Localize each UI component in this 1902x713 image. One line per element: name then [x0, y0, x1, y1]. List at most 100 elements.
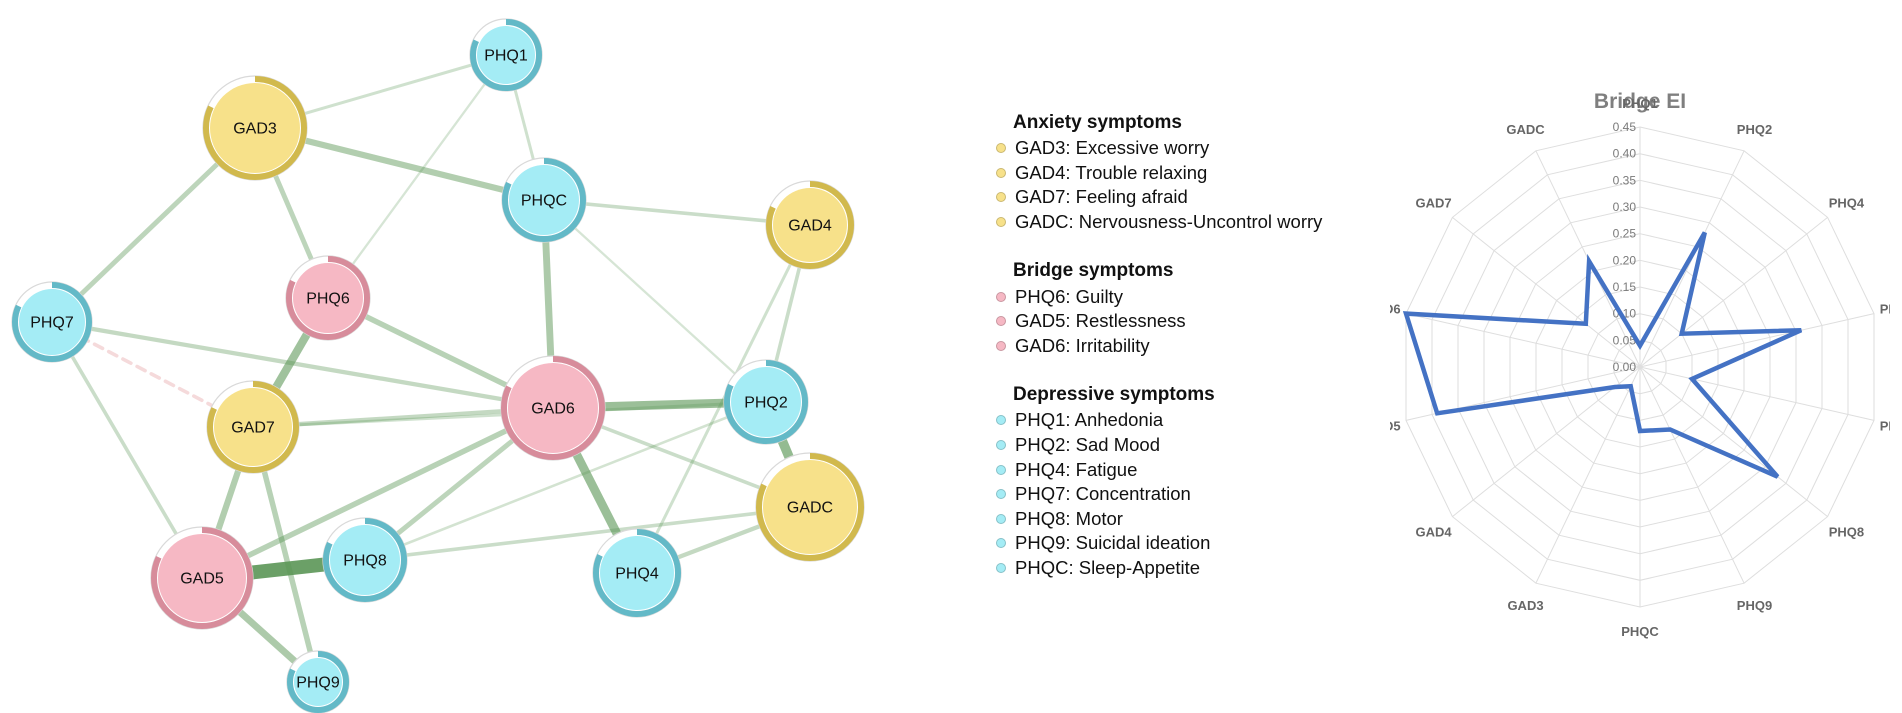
- node-ring: [151, 527, 253, 629]
- legend-dot-icon: [996, 340, 1006, 351]
- radar-axis-label: PHQC: [1621, 624, 1659, 639]
- node-ring: [501, 356, 605, 460]
- legend-item: GAD6: Irritability: [995, 334, 1395, 359]
- legend-item: GADC: Nervousness-Uncontrol worry: [995, 210, 1395, 235]
- node-label: GAD4: [788, 218, 832, 235]
- node-fill: [158, 534, 246, 622]
- legend-dot-icon: [996, 464, 1006, 475]
- node-ring: [12, 282, 92, 362]
- node-label: GAD3: [233, 121, 277, 138]
- edge-phq1-phq6: [326, 53, 508, 300]
- legend-dot-icon: [996, 192, 1006, 203]
- radar-tick-label: 0.05: [1613, 333, 1637, 347]
- radar-tick-label: 0.35: [1613, 173, 1637, 187]
- legend-dot-icon: [996, 440, 1006, 451]
- legend-item-label: GAD4: Trouble relaxing: [1015, 161, 1208, 183]
- node-label: PHQ7: [30, 315, 74, 332]
- node-phq6: PHQ6: [285, 255, 371, 341]
- node-ring: [286, 256, 370, 340]
- radar-axis-label: GADC: [1506, 122, 1545, 137]
- legend-dot-icon: [996, 316, 1006, 327]
- radar-axis-label: GAD3: [1507, 598, 1543, 613]
- radar-spoke: [1639, 313, 1875, 368]
- legend-item: GAD7: Feeling afraid: [995, 185, 1395, 210]
- radar-series: [1402, 231, 1803, 479]
- node-label: PHQ1: [484, 48, 528, 65]
- node-label: PHQ2: [744, 395, 788, 412]
- legend-item-label: GAD6: Irritability: [1015, 334, 1150, 356]
- node-ring: [287, 651, 349, 713]
- legend-dot-icon: [996, 563, 1006, 574]
- radar-tick-label: 0.25: [1613, 227, 1637, 241]
- radar-tick-label: 0.00: [1613, 360, 1637, 374]
- node-label: GAD5: [180, 571, 224, 588]
- radar-spoke: [1639, 366, 1745, 584]
- node-label: GADC: [787, 500, 833, 517]
- radar-axis-label: PHQ7: [1880, 419, 1890, 434]
- node-fill: [477, 26, 535, 84]
- edge-phq7-gad6: [49, 319, 556, 411]
- node-gad7: GAD7: [206, 380, 300, 474]
- bridge-ei-radar-chart: Bridge EI 0.000.050.100.150.200.250.300.…: [1390, 90, 1890, 639]
- radar-tick-labels: 0.000.050.100.150.200.250.300.350.400.45: [1613, 120, 1637, 374]
- radar-axis-label: PHQ1: [1622, 96, 1657, 111]
- radar-axis-label: PHQ4: [1829, 195, 1865, 210]
- node-ring: [724, 360, 808, 444]
- legend-dot-icon: [996, 415, 1006, 426]
- legend-item: PHQ6: Guilty: [995, 284, 1395, 309]
- legend-item: GAD5: Restlessness: [995, 309, 1395, 334]
- radar-axis-label: PHQ6: [1880, 301, 1890, 316]
- legend-item: PHQC: Sleep-Appetite: [995, 556, 1395, 581]
- radar-spoke: [1639, 366, 1828, 517]
- node-ring: [766, 181, 854, 269]
- node-fill: [214, 388, 292, 466]
- legend-item-label: PHQ6: Guilty: [1015, 285, 1123, 307]
- node-ring: [470, 19, 542, 91]
- node-ring: [203, 76, 307, 180]
- node-fill: [210, 83, 300, 173]
- radar-axis-label: PHQ2: [1737, 122, 1772, 137]
- legend-item-label: PHQ1: Anhedonia: [1015, 409, 1164, 431]
- node-fill: [19, 289, 85, 355]
- node-fill: [773, 188, 847, 262]
- radar-spoke: [1535, 366, 1641, 584]
- legend-item-label: GADC: Nervousness-Uncontrol worry: [1015, 211, 1323, 233]
- node-gadc: GADC: [755, 452, 865, 562]
- node-fill: [763, 460, 857, 554]
- node-ring: [593, 529, 681, 617]
- node-phq9: PHQ9: [286, 650, 350, 713]
- node-fill: [600, 536, 674, 610]
- node-gad4: GAD4: [765, 180, 855, 270]
- node-fill: [509, 165, 579, 235]
- radar-axis-label: PHQ8: [1829, 525, 1864, 540]
- legend-item: PHQ9: Suicidal ideation: [995, 531, 1395, 556]
- radar-tick-label: 0.20: [1613, 253, 1637, 267]
- radar-spoke: [1452, 217, 1641, 368]
- radar-axis-label: PHQ9: [1737, 598, 1772, 613]
- node-ring: [323, 518, 407, 602]
- node-label: GAD7: [231, 420, 275, 437]
- radar-spoke: [1639, 217, 1828, 368]
- legend-item-label: PHQ2: Sad Mood: [1015, 434, 1160, 456]
- node-phq4: PHQ4: [592, 528, 682, 618]
- legend-item-label: GAD5: Restlessness: [1015, 310, 1186, 332]
- node-label: PHQ6: [306, 291, 350, 308]
- node-gad6: GAD6: [500, 355, 606, 461]
- legend-item-label: PHQ4: Fatigue: [1015, 458, 1138, 480]
- radar-spoke: [1452, 366, 1641, 517]
- legend-item: PHQ8: Motor: [995, 507, 1395, 532]
- node-label: PHQ9: [296, 675, 340, 692]
- node-ring: [502, 158, 586, 242]
- legend-dot-icon: [996, 143, 1006, 154]
- node-phq8: PHQ8: [322, 517, 408, 603]
- node-ring: [756, 453, 864, 561]
- radar-tick-label: 0.15: [1613, 280, 1637, 294]
- legend-group-title: Bridge symptoms: [1013, 260, 1174, 282]
- node-gad3: GAD3: [202, 75, 308, 181]
- legend-item-label: PHQ7: Concentration: [1015, 483, 1191, 505]
- legend-dot-icon: [996, 291, 1006, 302]
- edge-gad4-phq4: [635, 223, 812, 575]
